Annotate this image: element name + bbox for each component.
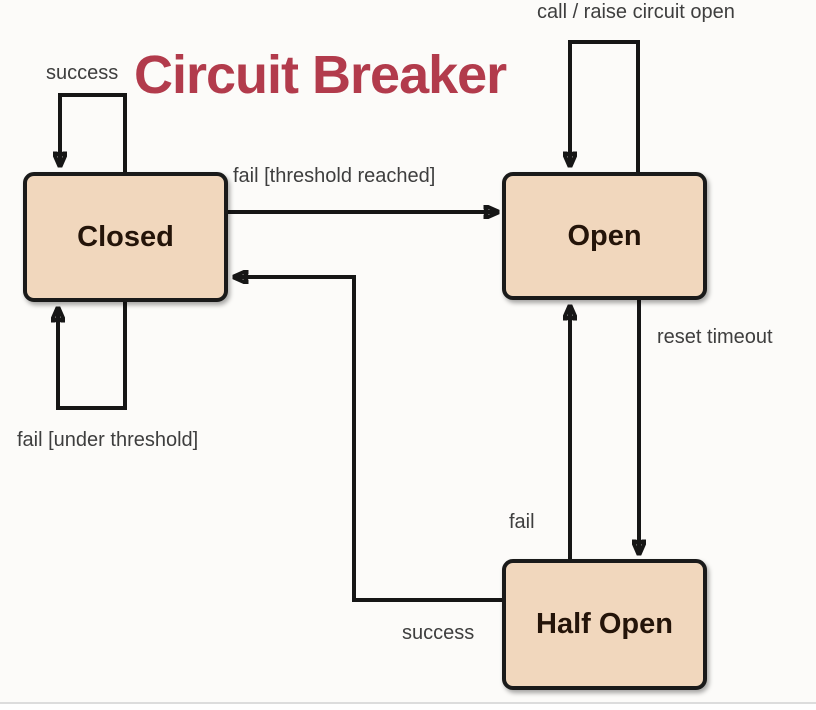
closed-fail-self-loop-arrow [58,302,127,410]
state-half-open-label: Half Open [536,608,673,640]
transition-label-half-open-to-closed: success [402,622,475,644]
state-node-open: Open [502,172,707,300]
bottom-divider-line [0,702,816,704]
transition-label-half-open-to-open: fail [509,511,535,533]
transition-label-closed-to-open: fail [threshold reached] [233,165,436,187]
state-node-closed: Closed [23,172,228,302]
bottom-margin-strip [0,704,816,710]
state-node-half-open: Half Open [502,559,707,690]
transition-label-closed-success-loop: success [46,62,119,84]
transition-label-open-call-loop: call / raise circuit open [537,1,735,23]
diagram-title: Circuit Breaker [134,45,507,105]
transition-label-open-to-half-open: reset timeout [657,326,773,348]
halfopen-to-closed-arrow [234,277,502,602]
open-call-self-loop-arrow [570,40,640,172]
transition-label-closed-fail-loop: fail [under threshold] [17,429,199,451]
state-open-label: Open [567,219,642,252]
state-closed-label: Closed [77,220,174,253]
closed-success-self-loop-arrow [60,93,127,172]
